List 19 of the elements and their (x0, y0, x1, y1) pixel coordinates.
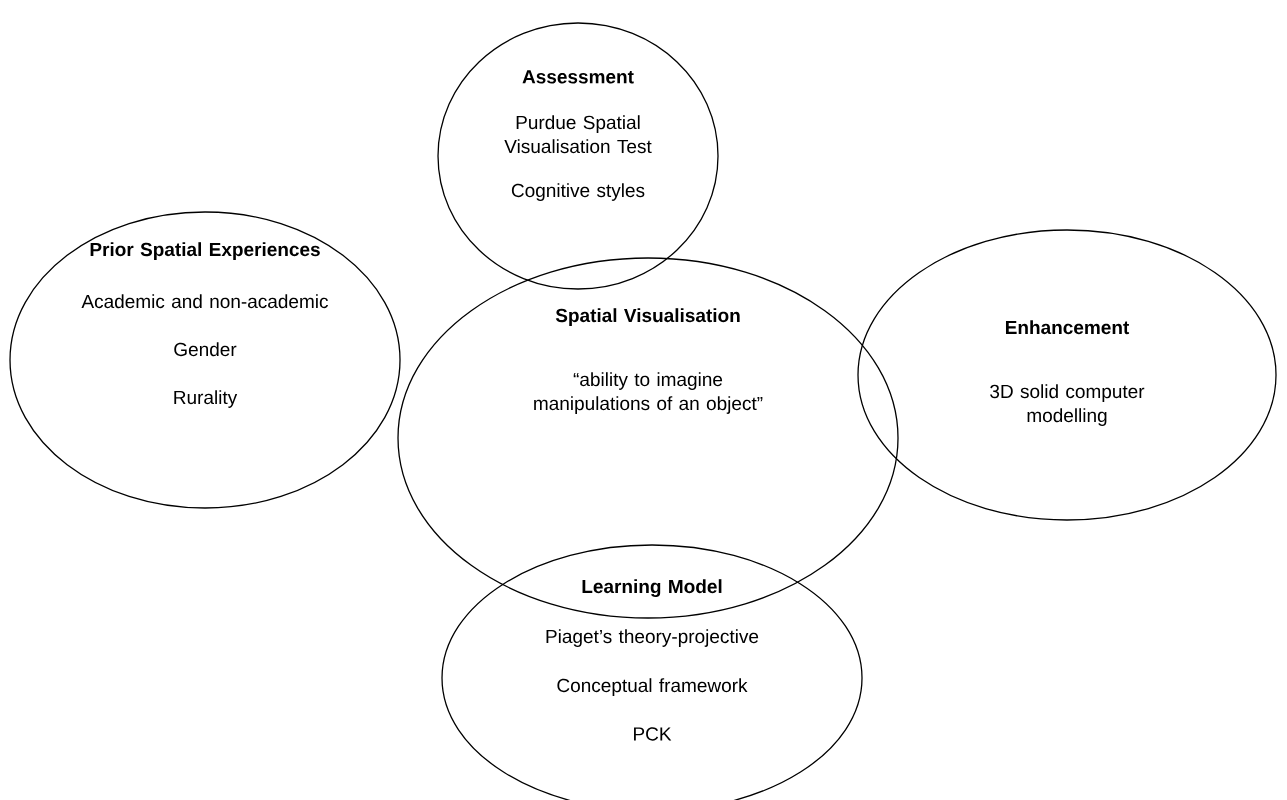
item-text: Rurality (174, 390, 238, 408)
item-text: Conceptual framework (557, 678, 748, 696)
concept-ellipse (857, 229, 1277, 521)
item-text: Purdue Spatial Visualisation Test (504, 115, 652, 154)
heading-text: Spatial Visualisation (555, 308, 740, 326)
item-text: Cognitive styles (511, 183, 645, 201)
item-text: Piaget’s theory-projective (546, 629, 759, 647)
item-text: 3D solid computer modelling (990, 384, 1145, 426)
heading-text: Assessment (522, 70, 634, 84)
heading-text: Prior Spatial Experiences (90, 242, 320, 260)
item-text: “ability to imagine manipulations of an object” (534, 372, 763, 414)
item-text: Gender (174, 342, 237, 357)
heading-text: Learning Model (582, 579, 722, 597)
concept-ellipse (397, 257, 899, 619)
concept-ellipse (9, 211, 401, 509)
concept-ellipse (437, 22, 719, 290)
item-text: PCK (634, 727, 672, 741)
heading-text: Enhancement (1006, 320, 1130, 335)
item-text: Academic and non-academic (81, 294, 328, 309)
